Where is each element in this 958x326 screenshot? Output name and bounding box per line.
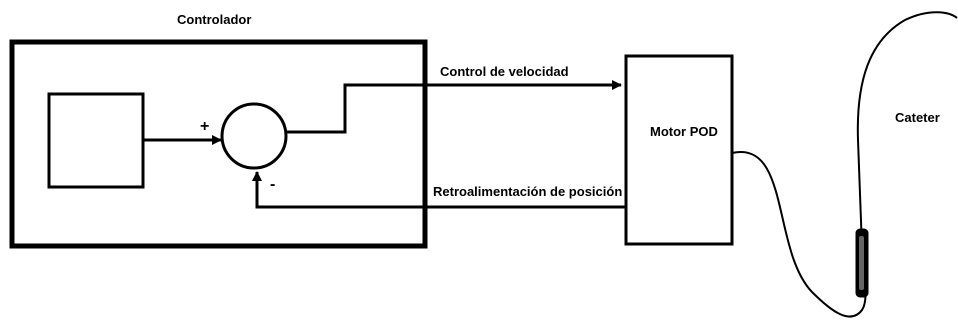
catheter-tip-highlight	[859, 236, 864, 290]
controller-box	[9, 39, 428, 249]
motor-pod-label: Motor POD	[650, 124, 718, 139]
reference-block	[47, 92, 145, 189]
minus-sign: -	[270, 176, 275, 193]
position-feedback-arrow	[252, 171, 626, 209]
controller-title: Controlador	[177, 12, 251, 27]
speed-control-label: Control de velocidad	[440, 64, 569, 79]
position-feedback-label: Retroalimentación de posición	[433, 184, 622, 199]
catheter-label: Cateter	[895, 110, 940, 125]
summing-junction	[220, 102, 288, 170]
plus-sign: +	[200, 118, 209, 135]
catheter-cable	[731, 11, 958, 318]
speed-control-arrow	[286, 80, 622, 134]
motor-pod-box	[624, 54, 734, 246]
